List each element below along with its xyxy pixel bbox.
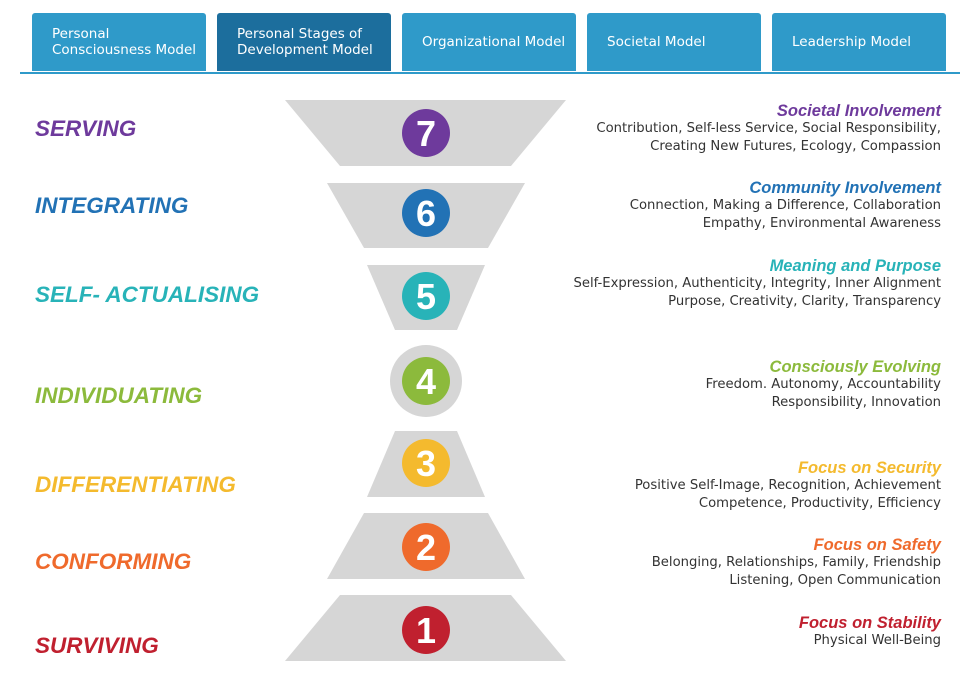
level-2-line-1: Belonging, Relationships, Family, Friend…	[651, 555, 941, 570]
tab-personal-stages-model[interactable]: Personal Stages of Development Model	[217, 13, 391, 71]
level-2-description: Focus on Safety Belonging, Relationships…	[652, 536, 941, 590]
stage-6-circle[interactable]	[402, 189, 450, 237]
level-1-description: Focus on Stability Physical Well-Being	[799, 614, 941, 650]
level-6-label: INTEGRATING	[35, 193, 189, 218]
stage-1-circle[interactable]	[402, 606, 450, 654]
level-1-heading: Focus on Stability	[798, 614, 941, 632]
tab-underline	[20, 72, 960, 74]
level-4-description: Consciously Evolving Freedom. Autonomy, …	[706, 358, 941, 412]
tab-societal-model[interactable]: Societal Model	[587, 13, 761, 71]
level-3-label: DIFFERENTIATING	[35, 472, 236, 497]
tab-label: Leadership Model	[792, 34, 912, 50]
level-3-line-2: Competence, Productivity, Efficiency	[698, 496, 941, 511]
stage-2-number: 2	[416, 527, 436, 568]
level-1-label: SURVIVING	[35, 633, 159, 658]
level-5-description: Meaning and Purpose Self-Expression, Aut…	[573, 257, 941, 311]
level-2-label: CONFORMING	[35, 549, 192, 574]
stage-5-number: 5	[416, 276, 436, 317]
level-6-description: Community Involvement Connection, Making…	[630, 179, 941, 233]
tab-bar: Personal Consciousness Model Personal St…	[0, 0, 962, 74]
stage-7-circle[interactable]	[402, 109, 450, 157]
level-4-heading: Consciously Evolving	[769, 358, 941, 376]
stage-4-number: 4	[416, 361, 436, 402]
level-6-line-1: Connection, Making a Difference, Collabo…	[629, 198, 941, 213]
tab-leadership-model[interactable]: Leadership Model	[772, 13, 946, 71]
level-2-line-2: Listening, Open Communication	[729, 573, 941, 588]
level-3-description: Focus on Security Positive Self-Image, R…	[635, 459, 941, 513]
level-6-heading: Community Involvement	[749, 179, 941, 197]
level-5-line-1: Self-Expression, Authenticity, Integrity…	[573, 276, 941, 291]
level-3-line-1: Positive Self-Image, Recognition, Achiev…	[634, 478, 941, 493]
tab-organizational-model[interactable]: Organizational Model	[402, 13, 576, 71]
level-6-line-2: Empathy, Environmental Awareness	[702, 216, 941, 231]
level-7-description: Societal Involvement Contribution, Self-…	[596, 102, 941, 156]
level-7-heading: Societal Involvement	[776, 102, 941, 120]
stage-2-circle[interactable]	[402, 523, 450, 571]
stage-3-circle[interactable]	[402, 439, 450, 487]
stage-1-number: 1	[416, 610, 436, 651]
stage-4-circle[interactable]	[402, 357, 450, 405]
tab-label: Personal Stages of Development Model	[237, 26, 373, 58]
tab-label: Societal Model	[607, 34, 706, 50]
tab-personal-consciousness-model[interactable]: Personal Consciousness Model	[32, 13, 206, 71]
level-2-heading: Focus on Safety	[813, 536, 941, 554]
level-1-line-1: Physical Well-Being	[813, 633, 941, 648]
level-7-line-2: Creating New Futures, Ecology, Compassio…	[650, 139, 941, 154]
tab-label: Personal Consciousness Model	[52, 26, 197, 58]
stage-5-circle[interactable]	[402, 272, 450, 320]
tab-label: Organizational Model	[422, 34, 566, 50]
level-5-heading: Meaning and Purpose	[769, 257, 941, 275]
level-4-label: INDIVIDUATING	[35, 383, 203, 408]
level-4-line-1: Freedom. Autonomy, Accountability	[705, 377, 941, 392]
level-4-line-2: Responsibility, Innovation	[771, 395, 941, 410]
level-5-line-2: Purpose, Creativity, Clarity, Transparen…	[668, 294, 941, 309]
stage-3-number: 3	[416, 443, 436, 484]
level-3-heading: Focus on Security	[797, 459, 941, 477]
level-7-line-1: Contribution, Self-less Service, Social …	[596, 121, 941, 136]
level-7-label: SERVING	[35, 116, 137, 141]
level-5-label: SELF- ACTUALISING	[35, 282, 260, 307]
stage-7-number: 7	[416, 113, 436, 154]
stage-6-number: 6	[416, 193, 436, 234]
